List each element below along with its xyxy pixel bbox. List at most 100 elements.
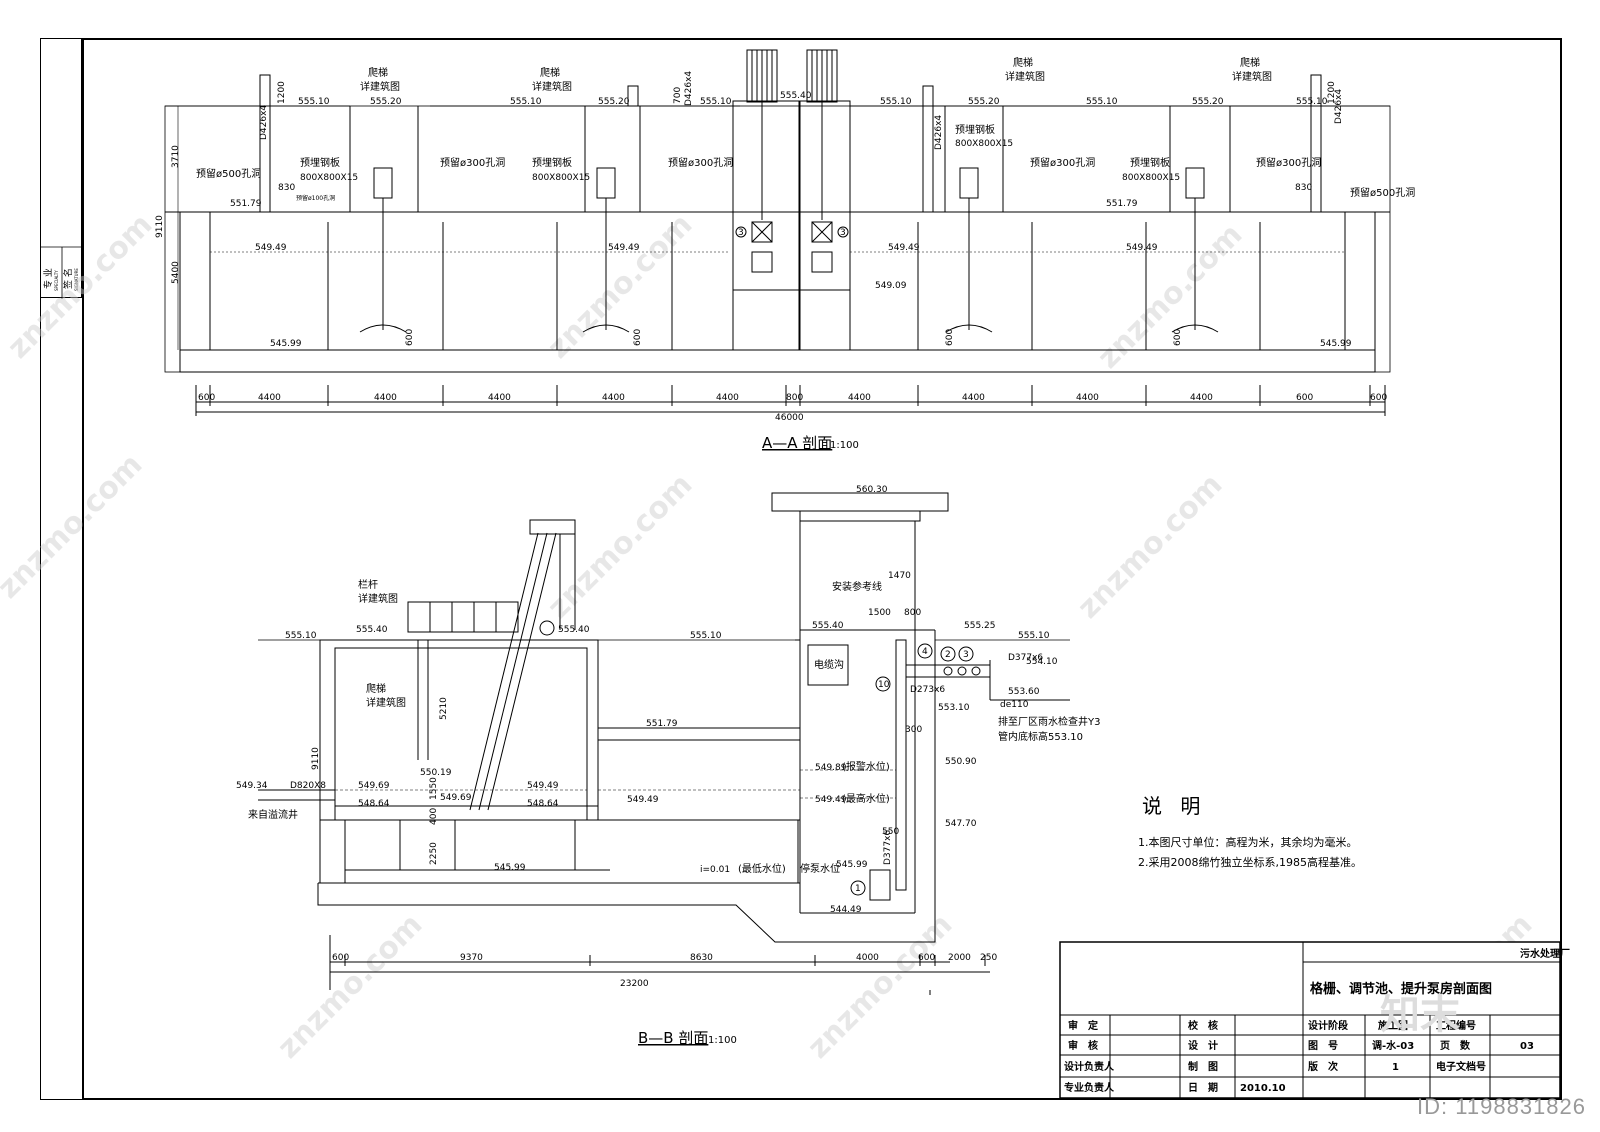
watermark-3: znzmo.com: [1091, 217, 1250, 376]
elev-bb-10: 553.10: [938, 703, 970, 713]
install-ref: 安装参考线: [832, 580, 882, 593]
ladder-ref-4: 详建筑图: [1232, 70, 1272, 83]
dim-5210: 5210: [439, 697, 449, 720]
version-value: 1: [1392, 1062, 1399, 1073]
ladder-label-1: 爬梯: [368, 66, 388, 79]
section-bb: [258, 492, 1070, 995]
bb-dim-1: 600: [332, 953, 349, 963]
stage-label: 设计阶段: [1308, 1019, 1348, 1032]
dim-550: 550: [882, 827, 899, 837]
section-aa-text: 爬梯 详建筑图 爬梯 详建筑图 爬梯 详建筑图 爬梯 详建筑图 555.10 5…: [155, 56, 1415, 452]
circle-3: 3: [963, 650, 969, 660]
elev-aa-9: 555.10: [1086, 97, 1118, 107]
dim-9110-bb: 9110: [311, 747, 321, 770]
elev-bb-17: 549.49: [627, 795, 659, 805]
aa-dim-3: 4400: [374, 393, 397, 403]
tb-r1-a: 审 定: [1068, 1019, 1098, 1032]
elev-aa-13: 551.79: [1106, 199, 1138, 209]
mixer-3: [945, 167, 993, 333]
bb-title: B—B 剖面: [638, 1029, 708, 1047]
pipe-d426-1: D426x4: [259, 105, 269, 140]
elev-bb-6: 555.25: [964, 621, 996, 631]
dim-9110-aa: 9110: [155, 215, 165, 238]
tb-r3-a: 设计负责人: [1064, 1060, 1115, 1073]
max-level: (最高水位): [842, 792, 890, 805]
note-2: 2.采用2008绵竹独立坐标系,1985高程基准。: [1138, 855, 1362, 869]
aa-dim-4: 4400: [488, 393, 511, 403]
hole-300-4: 预留ø300孔洞: [1256, 156, 1321, 169]
elev-bb-8: 554.10: [1026, 657, 1058, 667]
pipe-d273: D273x6: [910, 685, 945, 695]
dim-830-2: 830: [1295, 183, 1312, 193]
elev-bb-20: 549.34: [236, 781, 268, 791]
hole-500-2: 预留ø500孔洞: [1350, 186, 1415, 199]
aa-dim-10: 4400: [1076, 393, 1099, 403]
dim-1500: 1500: [868, 608, 891, 618]
elev-bb-22: 548.64: [527, 799, 559, 809]
elev-aa-17: 549.49: [1126, 243, 1158, 253]
dim-400: 400: [429, 808, 439, 825]
specialty-en: SPECIALTY: [54, 270, 59, 291]
pipe-d426-2: D426x4: [684, 71, 694, 106]
mixer-4: [1171, 167, 1219, 333]
elev-aa-18: 549.09: [875, 281, 907, 291]
watermark-1: znzmo.com: [1, 207, 160, 366]
elev-bb-13: 550.90: [945, 757, 977, 767]
aa-dim-12: 600: [1296, 393, 1313, 403]
elev-bb-12: 550.19: [420, 768, 452, 778]
tb-r3-c: 制 图: [1188, 1060, 1218, 1073]
elev-bb-26: 544.49: [830, 905, 862, 915]
elev-bb-25: 545.99: [836, 860, 868, 870]
dim-1200-2: 1200: [1327, 81, 1337, 104]
ladder-ref-1: 详建筑图: [360, 80, 400, 93]
dim-5400: 5400: [171, 261, 181, 284]
note-1: 1.本图尺寸单位：高程为米，其余均为毫米。: [1138, 835, 1358, 849]
aa-dim-9: 4400: [962, 393, 985, 403]
tb-r2-a: 审 核: [1068, 1039, 1098, 1052]
elev-aa-5: 555.10: [700, 97, 732, 107]
elev-aa-4: 555.20: [598, 97, 630, 107]
dim-830-1: 830: [278, 183, 295, 193]
elev-roof: 560.30: [856, 485, 888, 495]
hole-500-1: 预留ø500孔洞: [196, 167, 261, 180]
aa-dim-8: 4400: [848, 393, 871, 403]
elev-aa-1: 555.10: [298, 97, 330, 107]
signature-en: SIGNATURE: [74, 268, 79, 291]
elev-bb-23: 547.70: [945, 819, 977, 829]
plate-label-2: 预埋钢板: [532, 156, 572, 169]
ladder-label-3: 爬梯: [1013, 56, 1033, 69]
dim-1200-1: 1200: [277, 81, 287, 104]
circle-3-a: 3: [738, 228, 744, 238]
brand-logo-watermark: 知末: [1380, 992, 1460, 1038]
elev-aa-7: 555.10: [880, 97, 912, 107]
aa-dim-6: 4400: [716, 393, 739, 403]
aa-scale: 1:100: [830, 440, 859, 451]
image-id-label: ID: 1198831826: [1417, 1094, 1586, 1119]
watermark-5: znzmo.com: [541, 467, 700, 626]
signature-label: 签 名: [62, 268, 74, 289]
railing-ref: 详建筑图: [358, 592, 398, 605]
elev-bb-19: 549.89: [815, 763, 847, 773]
ladder-bb-label: 爬梯: [366, 682, 386, 695]
hole-100: 预留ø100孔洞: [296, 194, 335, 202]
elev-aa-8: 555.20: [968, 97, 1000, 107]
drawing-no-label: 图 号: [1308, 1040, 1338, 1052]
elev-aa-14: 549.49: [255, 243, 287, 253]
aa-title: A—A 剖面: [762, 434, 832, 452]
ladder-ref-3: 详建筑图: [1005, 70, 1045, 83]
section-aa: [164, 49, 1391, 416]
elev-bb-9: 553.60: [1008, 687, 1040, 697]
elev-aa-11: 555.10: [1296, 97, 1328, 107]
dim-600-1: 600: [405, 329, 415, 346]
elev-bb-2: 555.40: [356, 625, 388, 635]
pipe-d426-4: D426x4: [1334, 89, 1344, 124]
specialty-strip: 专 业 SPECIALTY 签 名 SIGNATURE: [40, 38, 83, 299]
dim-600-3: 600: [945, 329, 955, 346]
ladder-ref-2: 详建筑图: [532, 80, 572, 93]
dim-300: 300: [905, 725, 922, 735]
plate-label-3: 预埋钢板: [955, 123, 995, 136]
dim-700: 700: [673, 87, 683, 104]
pipe-de110: de110: [1000, 700, 1029, 710]
pipe-d820: D820X8: [290, 781, 326, 791]
project-no-label: 工程编号: [1436, 1019, 1476, 1032]
